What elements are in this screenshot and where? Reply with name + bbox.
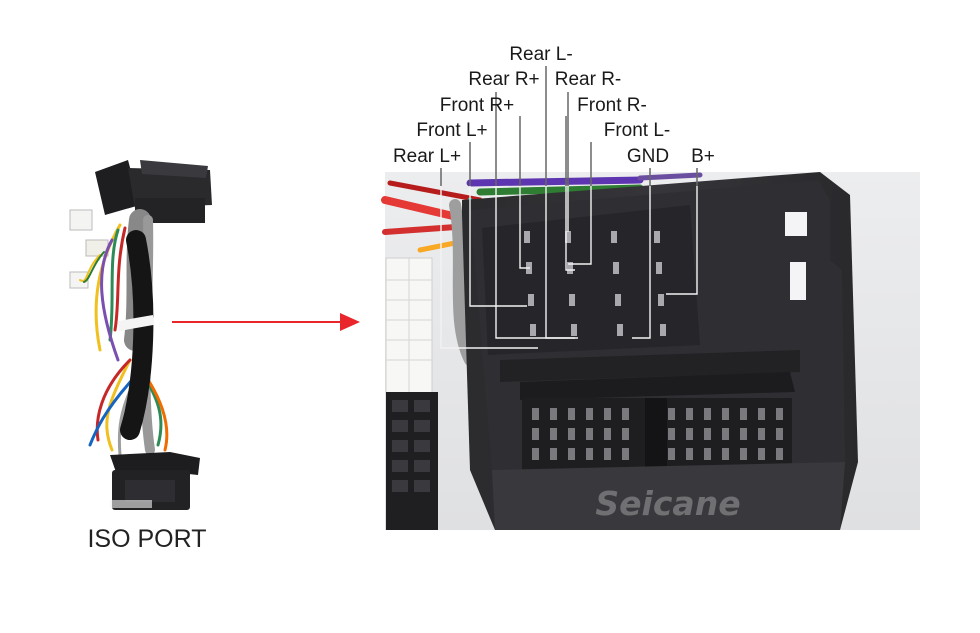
lower-pin xyxy=(622,408,629,420)
lower-pin xyxy=(722,408,729,420)
lower-pin xyxy=(586,428,593,440)
lower-pin xyxy=(668,408,675,420)
pin-label-rear-l-plus: Rear L+ xyxy=(393,146,461,167)
lower-pin xyxy=(776,408,783,420)
iso-port-caption: ISO PORT xyxy=(87,525,206,553)
lower-pin xyxy=(532,448,539,460)
connector-photo xyxy=(381,172,920,530)
pin-label-b-plus: B+ xyxy=(691,146,715,167)
pin-label-rear-l-minus: Rear L- xyxy=(509,44,572,65)
upper-pin xyxy=(611,231,617,243)
lower-pin xyxy=(704,408,711,420)
upper-pin xyxy=(524,231,530,243)
lower-pin xyxy=(758,428,765,440)
pin-label-front-l-minus: Front L- xyxy=(604,120,671,141)
lower-pin xyxy=(532,408,539,420)
seicane-watermark: Seicane xyxy=(595,484,740,523)
pin-label-rear-r-minus: Rear R- xyxy=(555,69,622,90)
leader-front-l-plus xyxy=(469,142,527,307)
lower-pin xyxy=(568,408,575,420)
upper-pin xyxy=(615,294,621,306)
upper-pin xyxy=(565,231,571,243)
leader-gnd xyxy=(632,168,651,339)
lower-pin xyxy=(604,428,611,440)
upper-pin xyxy=(528,294,534,306)
lower-pin xyxy=(776,428,783,440)
leader-rear-l-plus xyxy=(440,168,538,349)
lower-pin xyxy=(568,428,575,440)
pin-label-gnd: GND xyxy=(627,146,669,167)
lower-pin xyxy=(686,448,693,460)
lower-pin xyxy=(776,448,783,460)
pin-label-front-l-plus: Front L+ xyxy=(416,120,487,141)
lower-pin xyxy=(704,428,711,440)
lower-pin xyxy=(550,448,557,460)
upper-pin xyxy=(658,294,664,306)
lower-pin xyxy=(568,448,575,460)
upper-pin xyxy=(656,262,662,274)
lower-pin xyxy=(722,428,729,440)
upper-pin xyxy=(571,324,577,336)
lower-pin xyxy=(758,408,765,420)
pin-labels: Rear L+ Front L+ Front R+ Rear R+ Rear L- Rea… xyxy=(393,44,715,167)
lower-pin xyxy=(604,448,611,460)
upper-pin xyxy=(613,262,619,274)
upper-pin xyxy=(569,294,575,306)
lower-pin xyxy=(532,428,539,440)
upper-pin xyxy=(617,324,623,336)
pin-label-front-r-plus: Front R+ xyxy=(440,95,514,116)
upper-pin xyxy=(567,262,573,274)
lower-pin xyxy=(686,408,693,420)
lower-pin xyxy=(686,428,693,440)
lower-pin xyxy=(668,448,675,460)
lower-pin xyxy=(668,428,675,440)
pin-label-rear-r-plus: Rear R+ xyxy=(468,69,539,90)
lower-pin xyxy=(740,408,747,420)
lower-pin xyxy=(622,448,629,460)
lower-pin xyxy=(550,428,557,440)
pointer-arrow xyxy=(172,313,360,331)
lower-pin xyxy=(740,448,747,460)
pin-leader-lines xyxy=(440,66,698,349)
upper-pin xyxy=(530,324,536,336)
lower-pin xyxy=(722,448,729,460)
pin-label-front-r-minus: Front R- xyxy=(577,95,647,116)
upper-pin xyxy=(660,324,666,336)
lower-pin xyxy=(704,448,711,460)
upper-pin xyxy=(654,231,660,243)
lower-pin xyxy=(758,448,765,460)
lower-pin xyxy=(586,408,593,420)
lower-pin xyxy=(586,448,593,460)
iso-harness-image xyxy=(69,160,212,510)
lower-pin xyxy=(550,408,557,420)
leader-b-plus xyxy=(666,168,698,295)
lower-pin xyxy=(622,428,629,440)
lower-pin xyxy=(740,428,747,440)
lower-pin xyxy=(604,408,611,420)
